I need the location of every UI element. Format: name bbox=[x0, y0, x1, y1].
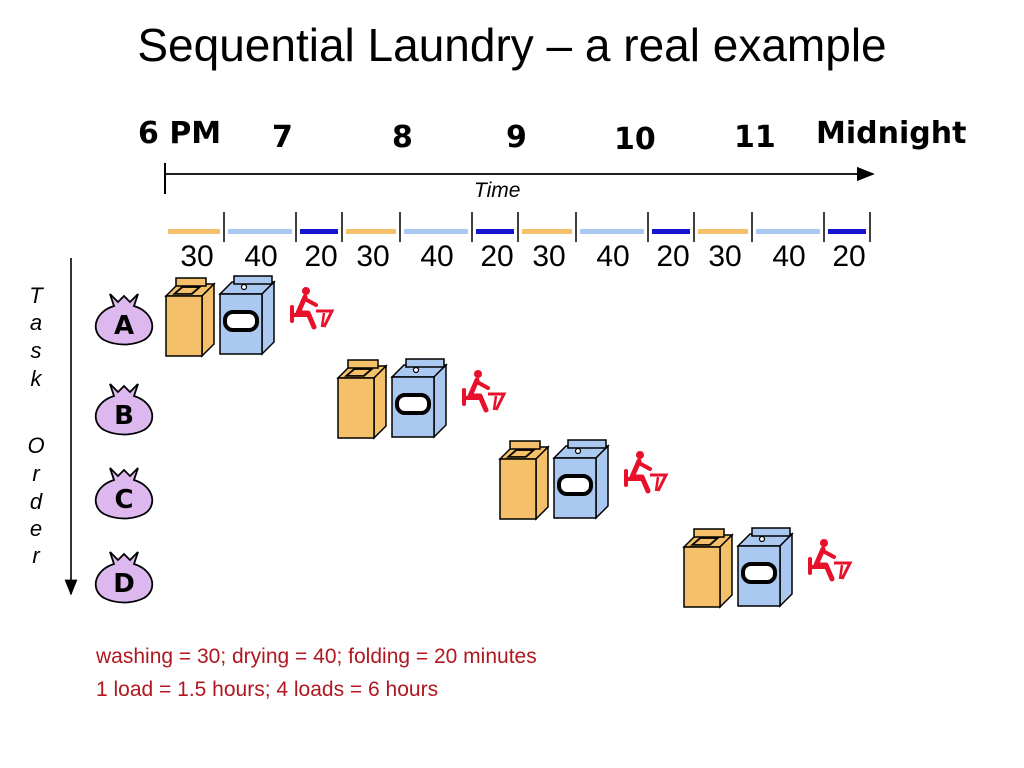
duration-label: 20 bbox=[656, 240, 690, 273]
washer-d-icon bbox=[683, 528, 733, 608]
laundry-bag-c-icon: C bbox=[94, 467, 154, 520]
dryer-d-icon bbox=[736, 526, 794, 608]
duration-label: 30 bbox=[356, 240, 390, 273]
duration-label: 40 bbox=[244, 240, 278, 273]
wash-bar bbox=[698, 229, 748, 234]
wash-bar bbox=[522, 229, 572, 234]
dry-bar bbox=[756, 229, 820, 234]
hour-label-7: 7 bbox=[272, 120, 293, 155]
task-label-b: B bbox=[114, 401, 134, 431]
dry-bar bbox=[580, 229, 644, 234]
task-order-letter: T bbox=[29, 283, 43, 308]
task-order-letter: e bbox=[29, 516, 43, 541]
wash-bar bbox=[346, 229, 396, 234]
footer-total-note: 1 load = 1.5 hours; 4 loads = 6 hours bbox=[96, 678, 439, 701]
duration-label: 20 bbox=[832, 240, 866, 273]
dryer-c-icon bbox=[552, 438, 610, 520]
folding-person-d-icon bbox=[810, 539, 850, 579]
task-order-letter: O bbox=[27, 433, 45, 458]
hour-label-10: 10 bbox=[614, 122, 656, 157]
fold-bar bbox=[828, 229, 866, 234]
task-order-letter: r bbox=[32, 543, 40, 568]
hour-label-11: 11 bbox=[734, 120, 776, 155]
fold-bar bbox=[300, 229, 338, 234]
task-order-letter: s bbox=[30, 338, 42, 363]
duration-label: 40 bbox=[420, 240, 454, 273]
folding-person-c-icon bbox=[626, 451, 666, 491]
duration-label: 30 bbox=[532, 240, 566, 273]
laundry-bag-d-icon: D bbox=[94, 551, 154, 604]
footer-durations-note: washing = 30; drying = 40; folding = 20 … bbox=[96, 645, 537, 668]
task-order-letter: d bbox=[29, 489, 43, 514]
folding-person-b-icon bbox=[464, 370, 504, 410]
dryer-a-icon bbox=[218, 274, 276, 356]
hour-label-9: 9 bbox=[506, 120, 527, 155]
task-label-a: A bbox=[114, 311, 134, 341]
hour-label-8: 8 bbox=[392, 120, 413, 155]
dry-bar bbox=[404, 229, 468, 234]
dry-bar bbox=[228, 229, 292, 234]
hour-label-6pm: 6 PM bbox=[138, 116, 222, 151]
duration-label: 40 bbox=[596, 240, 630, 273]
duration-label: 20 bbox=[480, 240, 514, 273]
duration-bars bbox=[168, 212, 871, 242]
task-label-c: C bbox=[114, 485, 133, 515]
task-order-letter: k bbox=[30, 366, 42, 391]
fold-bar bbox=[476, 229, 514, 234]
duration-label: 30 bbox=[180, 240, 214, 273]
fold-bar bbox=[652, 229, 690, 234]
task-order-letter: a bbox=[29, 310, 43, 335]
slide-title: Sequential Laundry – a real example bbox=[137, 19, 887, 71]
dryer-b-icon bbox=[390, 357, 448, 439]
laundry-bag-a-icon: A bbox=[94, 293, 154, 346]
laundry-bag-b-icon: B bbox=[94, 383, 154, 436]
time-axis-label: Time bbox=[474, 179, 521, 202]
duration-label: 30 bbox=[708, 240, 742, 273]
wash-bar bbox=[168, 229, 220, 234]
washer-c-icon bbox=[499, 440, 549, 520]
task-order-letter: r bbox=[32, 461, 40, 486]
folding-person-a-icon bbox=[292, 287, 332, 327]
washer-a-icon bbox=[165, 277, 215, 357]
washer-b-icon bbox=[337, 359, 387, 439]
duration-label: 40 bbox=[772, 240, 806, 273]
hour-label-midnight: Midnight bbox=[816, 116, 967, 151]
duration-label: 20 bbox=[304, 240, 338, 273]
task-label-d: D bbox=[113, 569, 135, 599]
